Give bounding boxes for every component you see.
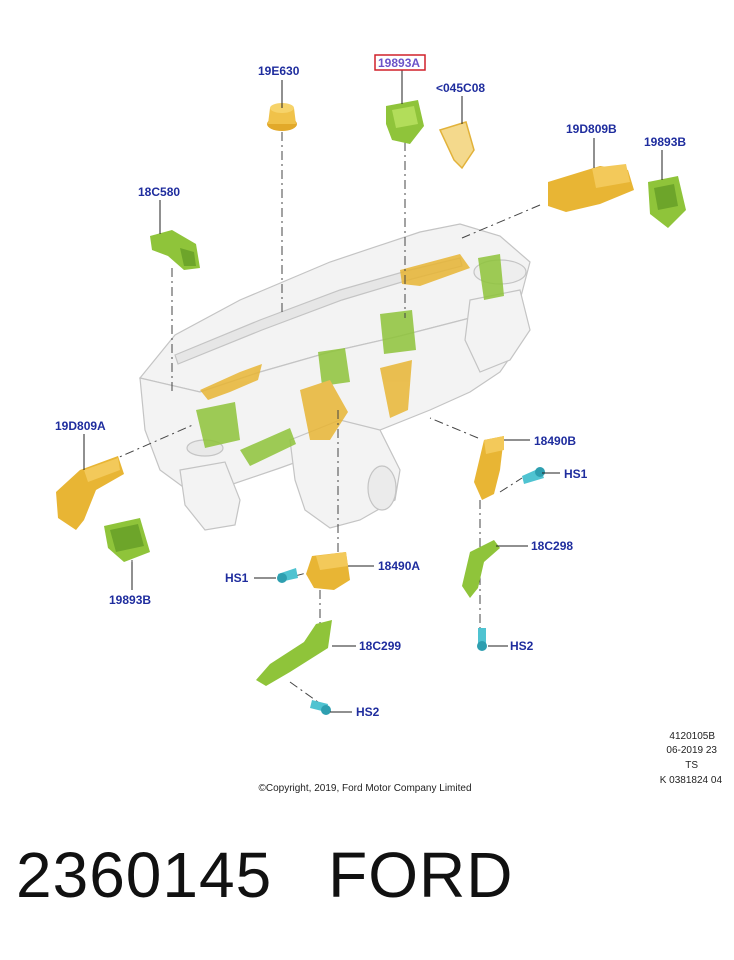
installed-vent-center-1 [318,348,350,386]
callout-19893B-right: 19893B [644,135,686,149]
highlight-box-19893A [374,54,426,71]
installed-duct-lower-left [240,428,296,466]
callout-19D809B: 19D809B [566,122,617,136]
part-045C08-bezel [438,121,475,170]
installed-duct-left [200,364,262,400]
part-HS1-screw-right [522,467,545,484]
part-19893A-vent [386,100,424,144]
part-18C580-bracket [150,230,200,270]
callout-045C08: <045C08 [436,81,485,95]
installed-side-duct [380,360,412,418]
footer-part-number: 2360145 [16,839,273,911]
part-19E630-clip [267,103,297,131]
part-18C299-duct [256,620,332,686]
part-18490B-duct [474,436,504,500]
part-18490A-duct [306,552,350,590]
installed-duct-right [400,254,470,286]
callout-HS2-right: HS2 [510,639,534,653]
installed-vent-center-2 [380,310,416,354]
callout-HS2-bottom: HS2 [356,705,380,719]
installed-ducts [196,254,504,466]
part-HS2-screw-right [477,628,487,651]
installed-vent-left [196,402,240,448]
meta-line-4: K 0381824 04 [660,775,723,786]
footer-caption: 2360145 FORD [16,838,513,912]
installed-vent-right [478,254,504,300]
drawing-meta-block: 4120105B 06-2019 23 TS K 0381824 04 [660,731,723,786]
part-19D809A-duct [56,456,124,530]
callout-HS1-right: HS1 [564,467,588,481]
part-19D809B-duct [548,164,634,212]
part-18C298-duct [462,540,500,598]
meta-line-1: 4120105B [669,731,715,742]
callout-19893A: 19893A [378,56,420,70]
footer-brand: FORD [328,839,514,911]
callout-19E630: 19E630 [258,64,300,78]
callout-18490B: 18490B [534,434,576,448]
callout-18490A: 18490A [378,559,420,573]
copyright-notice: ©Copyright, 2019, Ford Motor Company Lim… [258,783,471,794]
callout-18C580: 18C580 [138,185,180,199]
callout-19D809A: 19D809A [55,419,106,433]
meta-line-2: 06-2019 23 [666,745,717,756]
part-19893B-vent-right [648,176,686,228]
part-HS1-screw-left [277,568,298,583]
callout-HS1-left: HS1 [225,571,249,585]
installed-floor-duct [300,380,348,440]
callout-19893B-left: 19893B [109,593,151,607]
part-HS2-screw-bottom [310,700,331,715]
meta-line-3: TS [685,760,698,771]
callout-leaders [83,70,663,713]
callout-18C298: 18C298 [531,539,573,553]
callout-18C299: 18C299 [359,639,401,653]
part-19893B-vent-left [104,518,150,562]
